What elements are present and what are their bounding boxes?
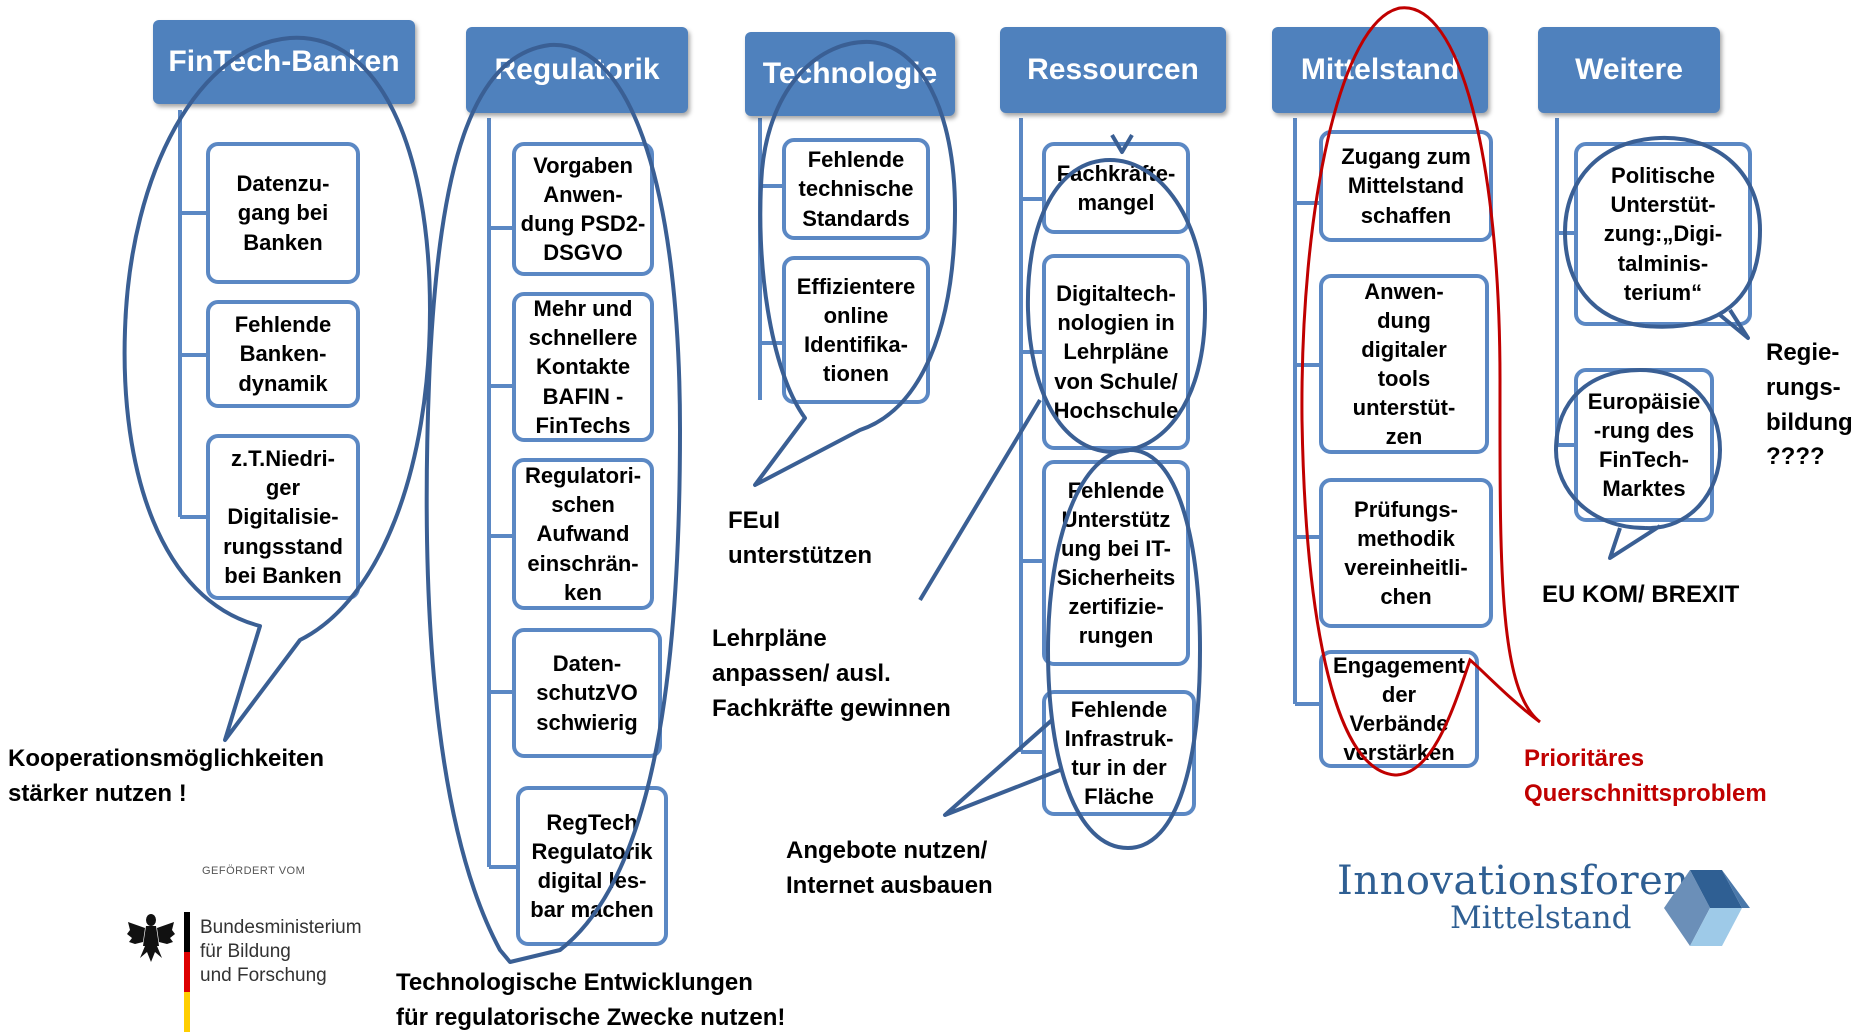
- item-fehlende-technische-standards: Fehlende technische Standards: [782, 138, 930, 240]
- header-mittelstand: Mittelstand: [1272, 27, 1488, 113]
- ministry-name: Bundesministerium für Bildung und Forsch…: [200, 917, 362, 986]
- item-pruefungsmethodik: Prüfungs- methodik vereinheitli- chen: [1319, 478, 1493, 628]
- logo-line1: Innovationsforen: [1337, 858, 1690, 904]
- lehrplaene-pointer: [918, 398, 1042, 602]
- angebote-pointer: [943, 718, 1061, 817]
- item-it-sicherheitszertifizierungen: Fehlende Unterstütz ung bei IT- Sicherhe…: [1042, 460, 1190, 666]
- technologie-speech-bubble: [753, 39, 957, 487]
- header-ressourcen: Ressourcen: [1000, 27, 1226, 113]
- annotation-regierung: Regie- rungs- bildung ????: [1766, 339, 1853, 471]
- priority-red-ellipse: [1300, 6, 1541, 777]
- item-politische-unterstuetzung: Politische Unterstüt- zung:„Digi- talmin…: [1574, 142, 1752, 326]
- innovationsforen-logo-icon: [1664, 870, 1750, 946]
- annotation-feui: FEuI unterstützen: [728, 507, 872, 569]
- funder-label: GEFÖRDERT VOM: [202, 865, 306, 877]
- ressourcen-lower-bubble: [1046, 448, 1202, 850]
- fachkraefte-pointer: [1110, 133, 1134, 154]
- logo-line2: Mittelstand: [1450, 900, 1632, 936]
- item-digitale-tools-unterstuetzen: Anwen- dung digitaler tools unterstüt- z…: [1319, 274, 1489, 454]
- item-europaeisierung-fintech: Europäisie -rung des FinTech- Marktes: [1574, 368, 1714, 522]
- fintech-speech-bubble: [122, 35, 432, 742]
- item-datenzugang-bei-banken: Datenzu- gang bei Banken: [206, 142, 360, 284]
- item-fehlende-infrastruktur: Fehlende Infrastruk- tur in der Fläche: [1042, 690, 1196, 816]
- eagle-icon: [127, 914, 175, 962]
- item-fehlende-bankendynamik: Fehlende Banken- dynamik: [206, 300, 360, 408]
- annotation-kooperation: Kooperationsmöglichkeiten stärker nutzen…: [8, 745, 325, 807]
- item-kontakte-bafin-fintechs: Mehr und schnellere Kontakte BAFIN - Fin…: [512, 292, 654, 442]
- item-regulatorischen-aufwand: Regulatori- schen Aufwand einschrän- ken: [512, 458, 654, 610]
- regulatorik-speech-bubble: [424, 42, 682, 964]
- item-vorgaben-psd2-dsgvo: Vorgaben Anwen- dung PSD2- DSGVO: [512, 142, 654, 276]
- annotation-prioritaeres: Prioritäres Querschnittsproblem: [1524, 745, 1767, 807]
- item-datenschutzvo-schwierig: Daten- schutzVO schwierig: [512, 628, 662, 758]
- annotation-angebote: Angebote nutzen/ Internet ausbauen: [786, 837, 993, 899]
- header-fintech-banken: FinTech-Banken: [153, 20, 415, 104]
- item-zugang-zum-mittelstand: Zugang zum Mittelstand schaffen: [1319, 130, 1493, 242]
- annotation-lehrplaene: Lehrpläne anpassen/ ausl. Fachkräfte gew…: [712, 625, 951, 722]
- header-weitere: Weitere: [1538, 27, 1720, 113]
- annotation-technologische: Technologische Entwicklungen für regulat…: [396, 969, 786, 1031]
- item-digitaltechnologien-lehrplaene: Digitaltech- nologien in Lehrpläne von S…: [1042, 254, 1190, 450]
- item-niedriger-digitalisierungsstand: z.T.Niedri- ger Digitalisie- rungsstand …: [206, 434, 360, 600]
- ressourcen-upper-bubble: [1025, 158, 1207, 454]
- politische-unterstuetzung-bubble: [1563, 135, 1762, 340]
- german-flag-stripe: [184, 912, 190, 1032]
- annotation-eu-kom: EU KOM/ BREXIT: [1542, 581, 1740, 608]
- europaeisierung-bubble: [1554, 368, 1722, 560]
- item-effizientere-online-identifikationen: Effizientere online Identifika- tionen: [782, 256, 930, 404]
